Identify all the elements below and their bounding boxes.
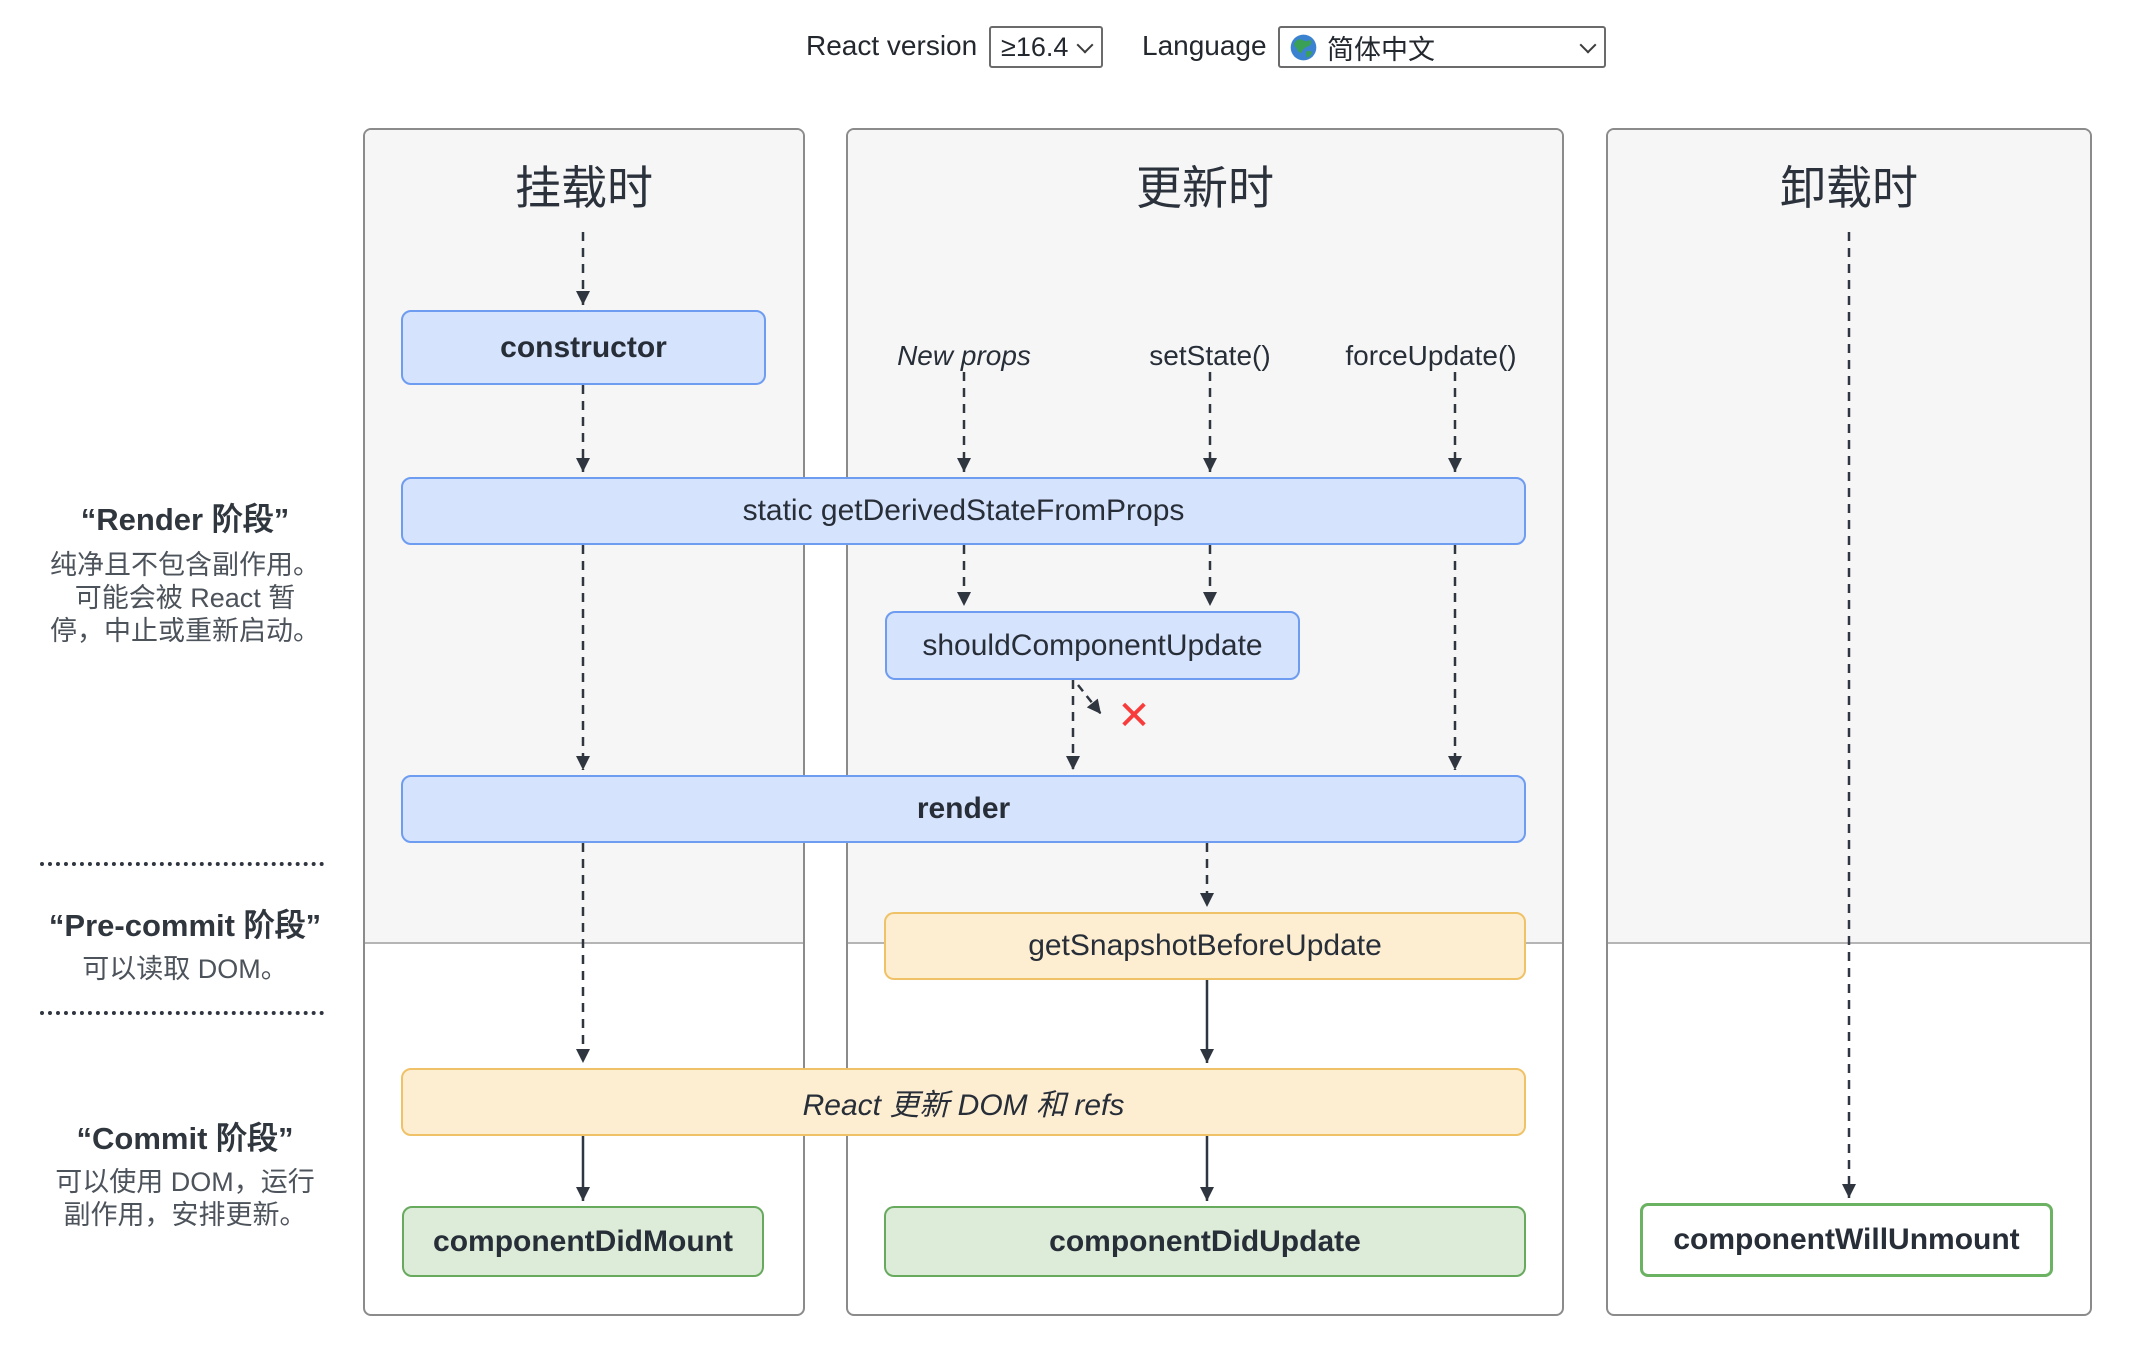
constructor-box[interactable]: constructor (401, 310, 766, 385)
should-component-update-box[interactable]: shouldComponentUpdate (885, 611, 1300, 680)
render-box[interactable]: render (401, 775, 1526, 843)
force-update-label[interactable]: forceUpdate() (1345, 340, 1517, 371)
get-snapshot-before-update-box[interactable]: getSnapshotBeforeUpdate (884, 912, 1526, 980)
dotted-divider (40, 862, 324, 866)
new-props-label: New props (897, 340, 1031, 371)
commit-phase-note: “Commit 阶段” 可以使用 DOM，运行 副作用，安排更新。 (30, 1113, 340, 1232)
pre-commit-phase-title: “Pre-commit 阶段” (48, 908, 322, 943)
panel-unmounting: 卸载时 (1606, 128, 2092, 1316)
component-did-mount-box[interactable]: componentDidMount (402, 1206, 764, 1277)
commit-phase-title: “Commit 阶段” (76, 1121, 294, 1156)
get-derived-state-from-props-box[interactable]: static getDerivedStateFromProps (401, 477, 1526, 545)
react-version-label: React version (806, 30, 978, 61)
language-select[interactable]: 简体中文 (1278, 26, 1606, 68)
mounting-title: 挂载时 (515, 162, 653, 214)
unmounting-title: 卸载时 (1780, 162, 1918, 214)
panel-updating: 更新时 (846, 128, 1564, 1316)
render-phase-title: “Render 阶段” (80, 502, 290, 537)
component-will-unmount-box[interactable]: componentWillUnmount (1640, 1203, 2053, 1277)
react-updates-dom-box: React 更新 DOM 和 refs (401, 1068, 1526, 1136)
render-phase-area (1608, 130, 2090, 944)
updating-title: 更新时 (1136, 162, 1274, 214)
no-update-x-icon: ✕ (1117, 694, 1151, 738)
set-state-label[interactable]: setState() (1149, 340, 1271, 371)
chevron-down-icon (1579, 36, 1597, 53)
react-version-value: ≥16.4 (1001, 31, 1069, 62)
render-phase-note: “Render 阶段” 纯净且不包含副作用。 可能会被 React 暂 停，中止… (30, 494, 340, 648)
language-value: 简体中文 (1327, 34, 1435, 65)
chevron-down-icon (1076, 36, 1094, 53)
react-version-select[interactable]: ≥16.4 (989, 26, 1103, 68)
panel-mounting: 挂载时 (363, 128, 805, 1316)
pre-commit-phase-note: “Pre-commit 阶段” 可以读取 DOM。 (30, 900, 340, 986)
language-label: Language (1142, 30, 1267, 61)
globe-icon (1290, 34, 1317, 61)
component-did-update-box[interactable]: componentDidUpdate (884, 1206, 1526, 1277)
dotted-divider (40, 1011, 324, 1015)
